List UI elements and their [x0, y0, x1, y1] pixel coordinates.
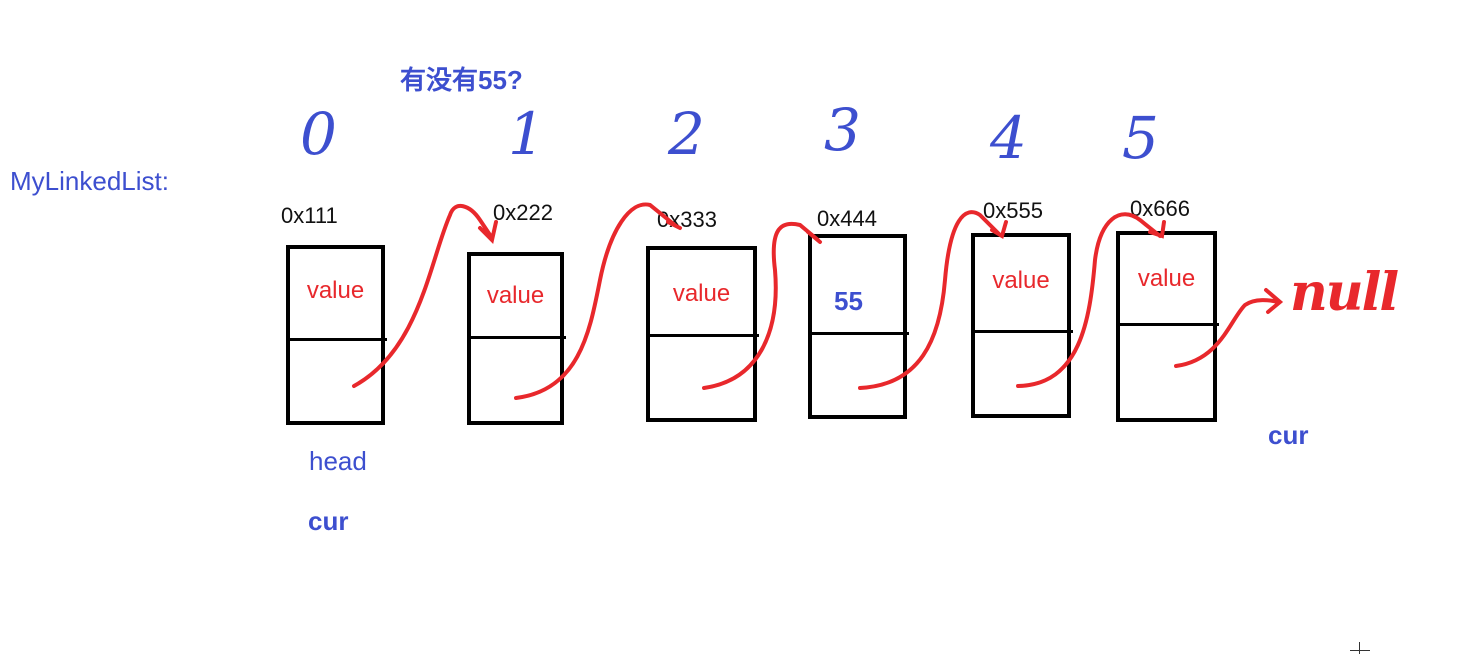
index-label: 2 [668, 100, 705, 168]
cur-pointer-start: cur [308, 506, 349, 536]
node-divider [808, 332, 909, 335]
node-value: value [992, 267, 1050, 294]
node-value: value [306, 277, 365, 304]
index-label: 0 [300, 100, 337, 168]
next-arrow [702, 221, 822, 390]
node-divider [467, 336, 566, 339]
null-label: null [1290, 262, 1399, 323]
list-node: value [1116, 231, 1219, 422]
index-label: 3 [824, 96, 861, 164]
next-arrow [514, 202, 682, 400]
node-divider [1116, 323, 1219, 326]
list-node: value [646, 246, 759, 422]
next-arrow [1174, 288, 1284, 368]
cur-pointer-end: cur [1268, 420, 1309, 450]
node-divider [971, 330, 1073, 333]
list-label: MyLinkedList: [10, 166, 169, 196]
node-address: 0x444 [817, 206, 877, 231]
index-label: 4 [990, 104, 1027, 172]
diagram-title: 有没有55? [400, 65, 523, 95]
node-divider [286, 338, 387, 341]
list-node: 55 [808, 234, 909, 419]
index-label: 5 [1122, 104, 1159, 172]
next-arrow [352, 204, 498, 388]
node-value: value [1137, 265, 1196, 292]
next-arrow [858, 210, 1008, 390]
node-address: 0x666 [1130, 196, 1190, 221]
node-value: value [672, 280, 731, 307]
node-divider [646, 334, 759, 337]
list-node: value [286, 245, 387, 425]
index-label: 1 [508, 100, 545, 168]
node-address: 0x222 [493, 200, 553, 225]
next-arrow [1016, 212, 1166, 388]
node-value: 55 [834, 286, 863, 316]
node-address: 0x111 [281, 203, 338, 228]
node-value: value [486, 282, 545, 309]
node-address: 0x555 [983, 198, 1043, 223]
cursor-crosshair-icon [1350, 640, 1370, 654]
list-node: value [467, 252, 566, 425]
head-label: head [309, 446, 367, 476]
list-node: value [971, 233, 1073, 418]
